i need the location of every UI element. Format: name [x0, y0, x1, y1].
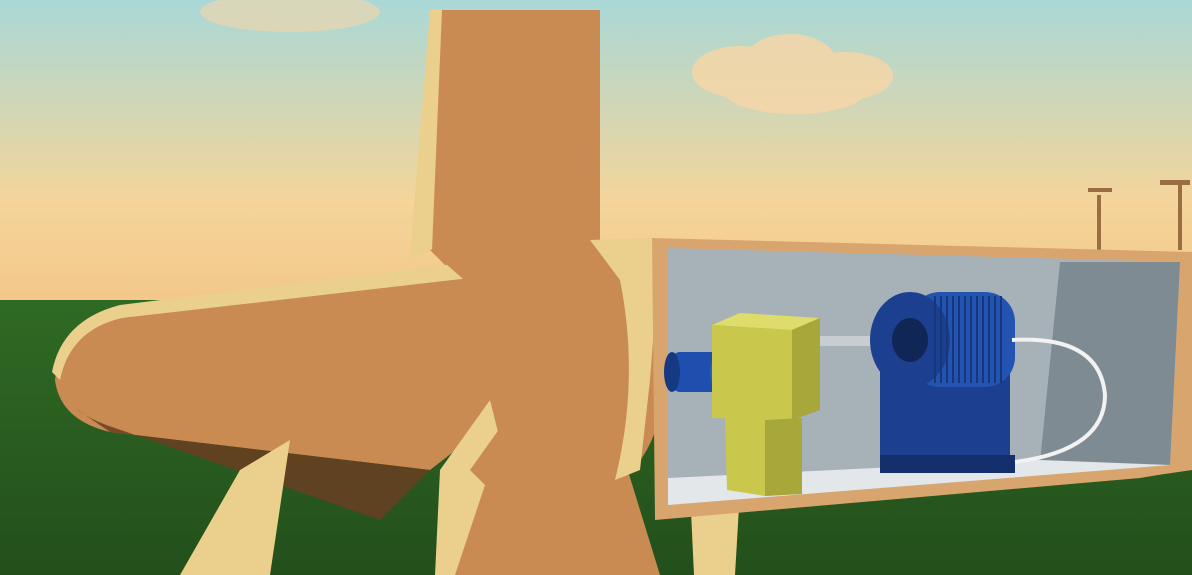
nacelle-back-wall [1040, 262, 1180, 465]
generator [870, 292, 1015, 473]
